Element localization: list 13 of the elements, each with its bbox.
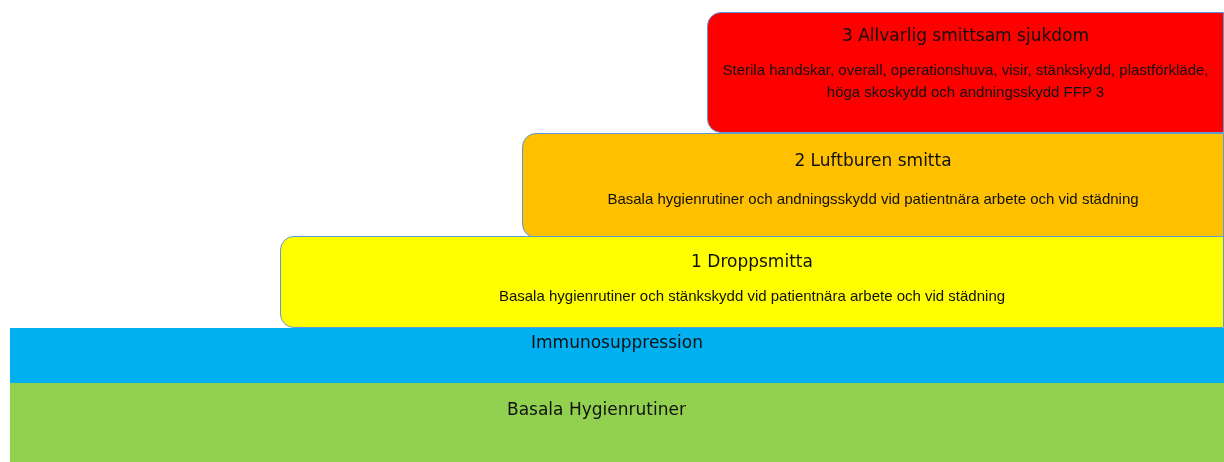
level-band [707,12,1224,133]
level-band [522,133,1224,238]
level-band [10,328,1224,383]
level-description: Basala hygienrutiner och andningsskydd vid patientnära arbete och vid städning [606,189,1140,209]
level-band [280,236,1224,328]
level-band [10,383,1224,462]
level-heading: Immunosuppression [530,332,704,352]
level-heading: 1 Droppsmitta [690,251,814,271]
level-heading: 3 Allvarlig smittsam sjukdom [840,25,1091,45]
level-description: Basala hygienrutiner och stänkskydd vid patientnära arbete och vid städning [497,286,1007,306]
level-heading: 2 Luftburen smitta [793,150,953,170]
level-description: Sterila handskar, overall, operationshuva, visir, stänkskydd, plastförkläde, höga skoskydd och andningsskydd FFP 3 [721,60,1210,102]
level-heading: Basala Hygienrutiner [507,399,687,419]
